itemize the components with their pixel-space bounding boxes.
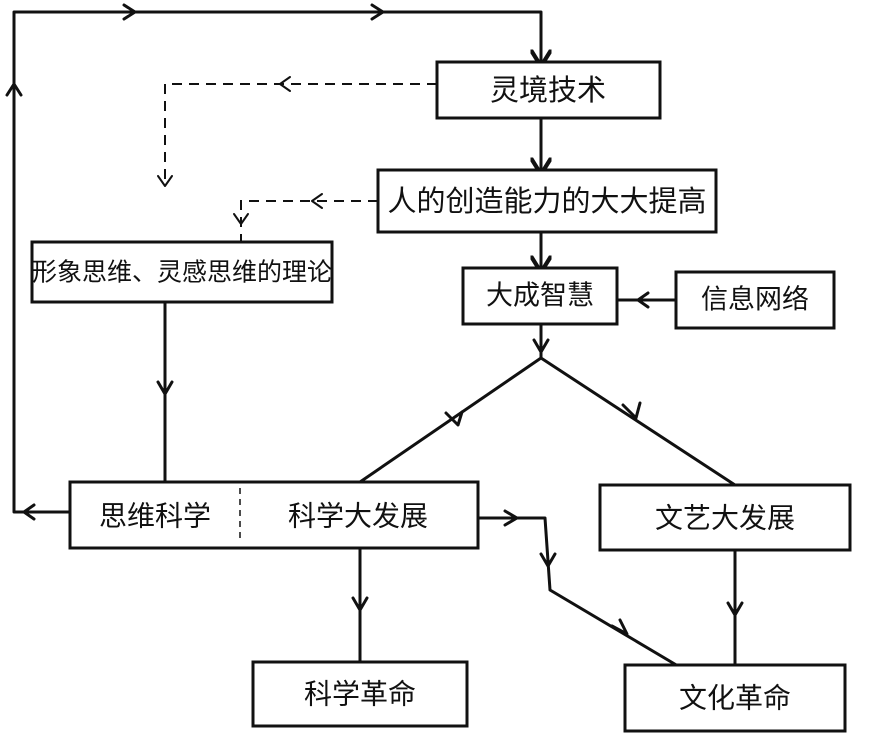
node-dacheng-wisdom-label: 大成智慧 xyxy=(486,281,594,312)
arrow-head-sci-cult-1 xyxy=(503,509,519,527)
loop-arrow-top-1 xyxy=(122,3,137,21)
loop-arrow-left xyxy=(22,503,36,521)
dashed-arrow-head-4 xyxy=(233,213,249,225)
branch-to-arts xyxy=(539,356,737,487)
node-science-group: 思维科学 科学大发展 xyxy=(68,480,480,550)
branch-head-science xyxy=(444,410,464,427)
node-science-development-label: 科学大发展 xyxy=(288,500,428,533)
node-culture-revolution: 文化革命 xyxy=(623,663,847,733)
node-culture-revolution-label: 文化革命 xyxy=(679,682,791,715)
arrow-head-sci-cult-3 xyxy=(610,618,629,636)
loop-arrow-up xyxy=(5,82,23,97)
node-info-network-label: 信息网络 xyxy=(701,285,809,316)
node-arts-development: 文艺大发展 xyxy=(598,483,852,552)
node-info-network: 信息网络 xyxy=(674,270,836,330)
node-image-thinking-theory: 形象思维、灵感思维的理论 xyxy=(30,240,334,304)
node-creativity: 人的创造能力的大大提高 xyxy=(376,168,718,234)
dashed-arrow-head-3 xyxy=(311,193,323,209)
node-image-thinking-label: 形象思维、灵感思维的理论 xyxy=(32,258,332,287)
arrow-head-network xyxy=(636,291,650,309)
node-lingjing-tech-label: 灵境技术 xyxy=(490,73,606,107)
dashed-arrow-head-2 xyxy=(157,175,173,187)
node-dacheng-wisdom: 大成智慧 xyxy=(461,266,619,326)
arrow-head-wisdom-down xyxy=(532,338,550,354)
arrow-head-theory-down xyxy=(156,380,174,396)
dashed-arrow-head-1 xyxy=(279,76,291,92)
node-lingjing-tech: 灵境技术 xyxy=(435,60,662,120)
dashed-creativity-to-theory xyxy=(240,200,378,242)
feedback-loop-line xyxy=(12,10,541,514)
arrow-head-culture-revolution xyxy=(726,601,744,617)
node-science-revolution: 科学革命 xyxy=(251,660,469,728)
arrow-head-sci-cult-2 xyxy=(539,552,557,568)
arrow-head-sci-revolution xyxy=(351,596,369,612)
dashed-tech-to-theory xyxy=(164,83,437,185)
node-creativity-label: 人的创造能力的大大提高 xyxy=(387,184,706,218)
branch-head-arts xyxy=(621,401,642,420)
node-science-revolution-label: 科学革命 xyxy=(304,678,416,711)
node-arts-development-label: 文艺大发展 xyxy=(655,502,795,535)
loop-arrow-top-2 xyxy=(370,3,385,21)
branch-to-science xyxy=(358,356,543,484)
node-thinking-science-label: 思维科学 xyxy=(99,500,211,533)
